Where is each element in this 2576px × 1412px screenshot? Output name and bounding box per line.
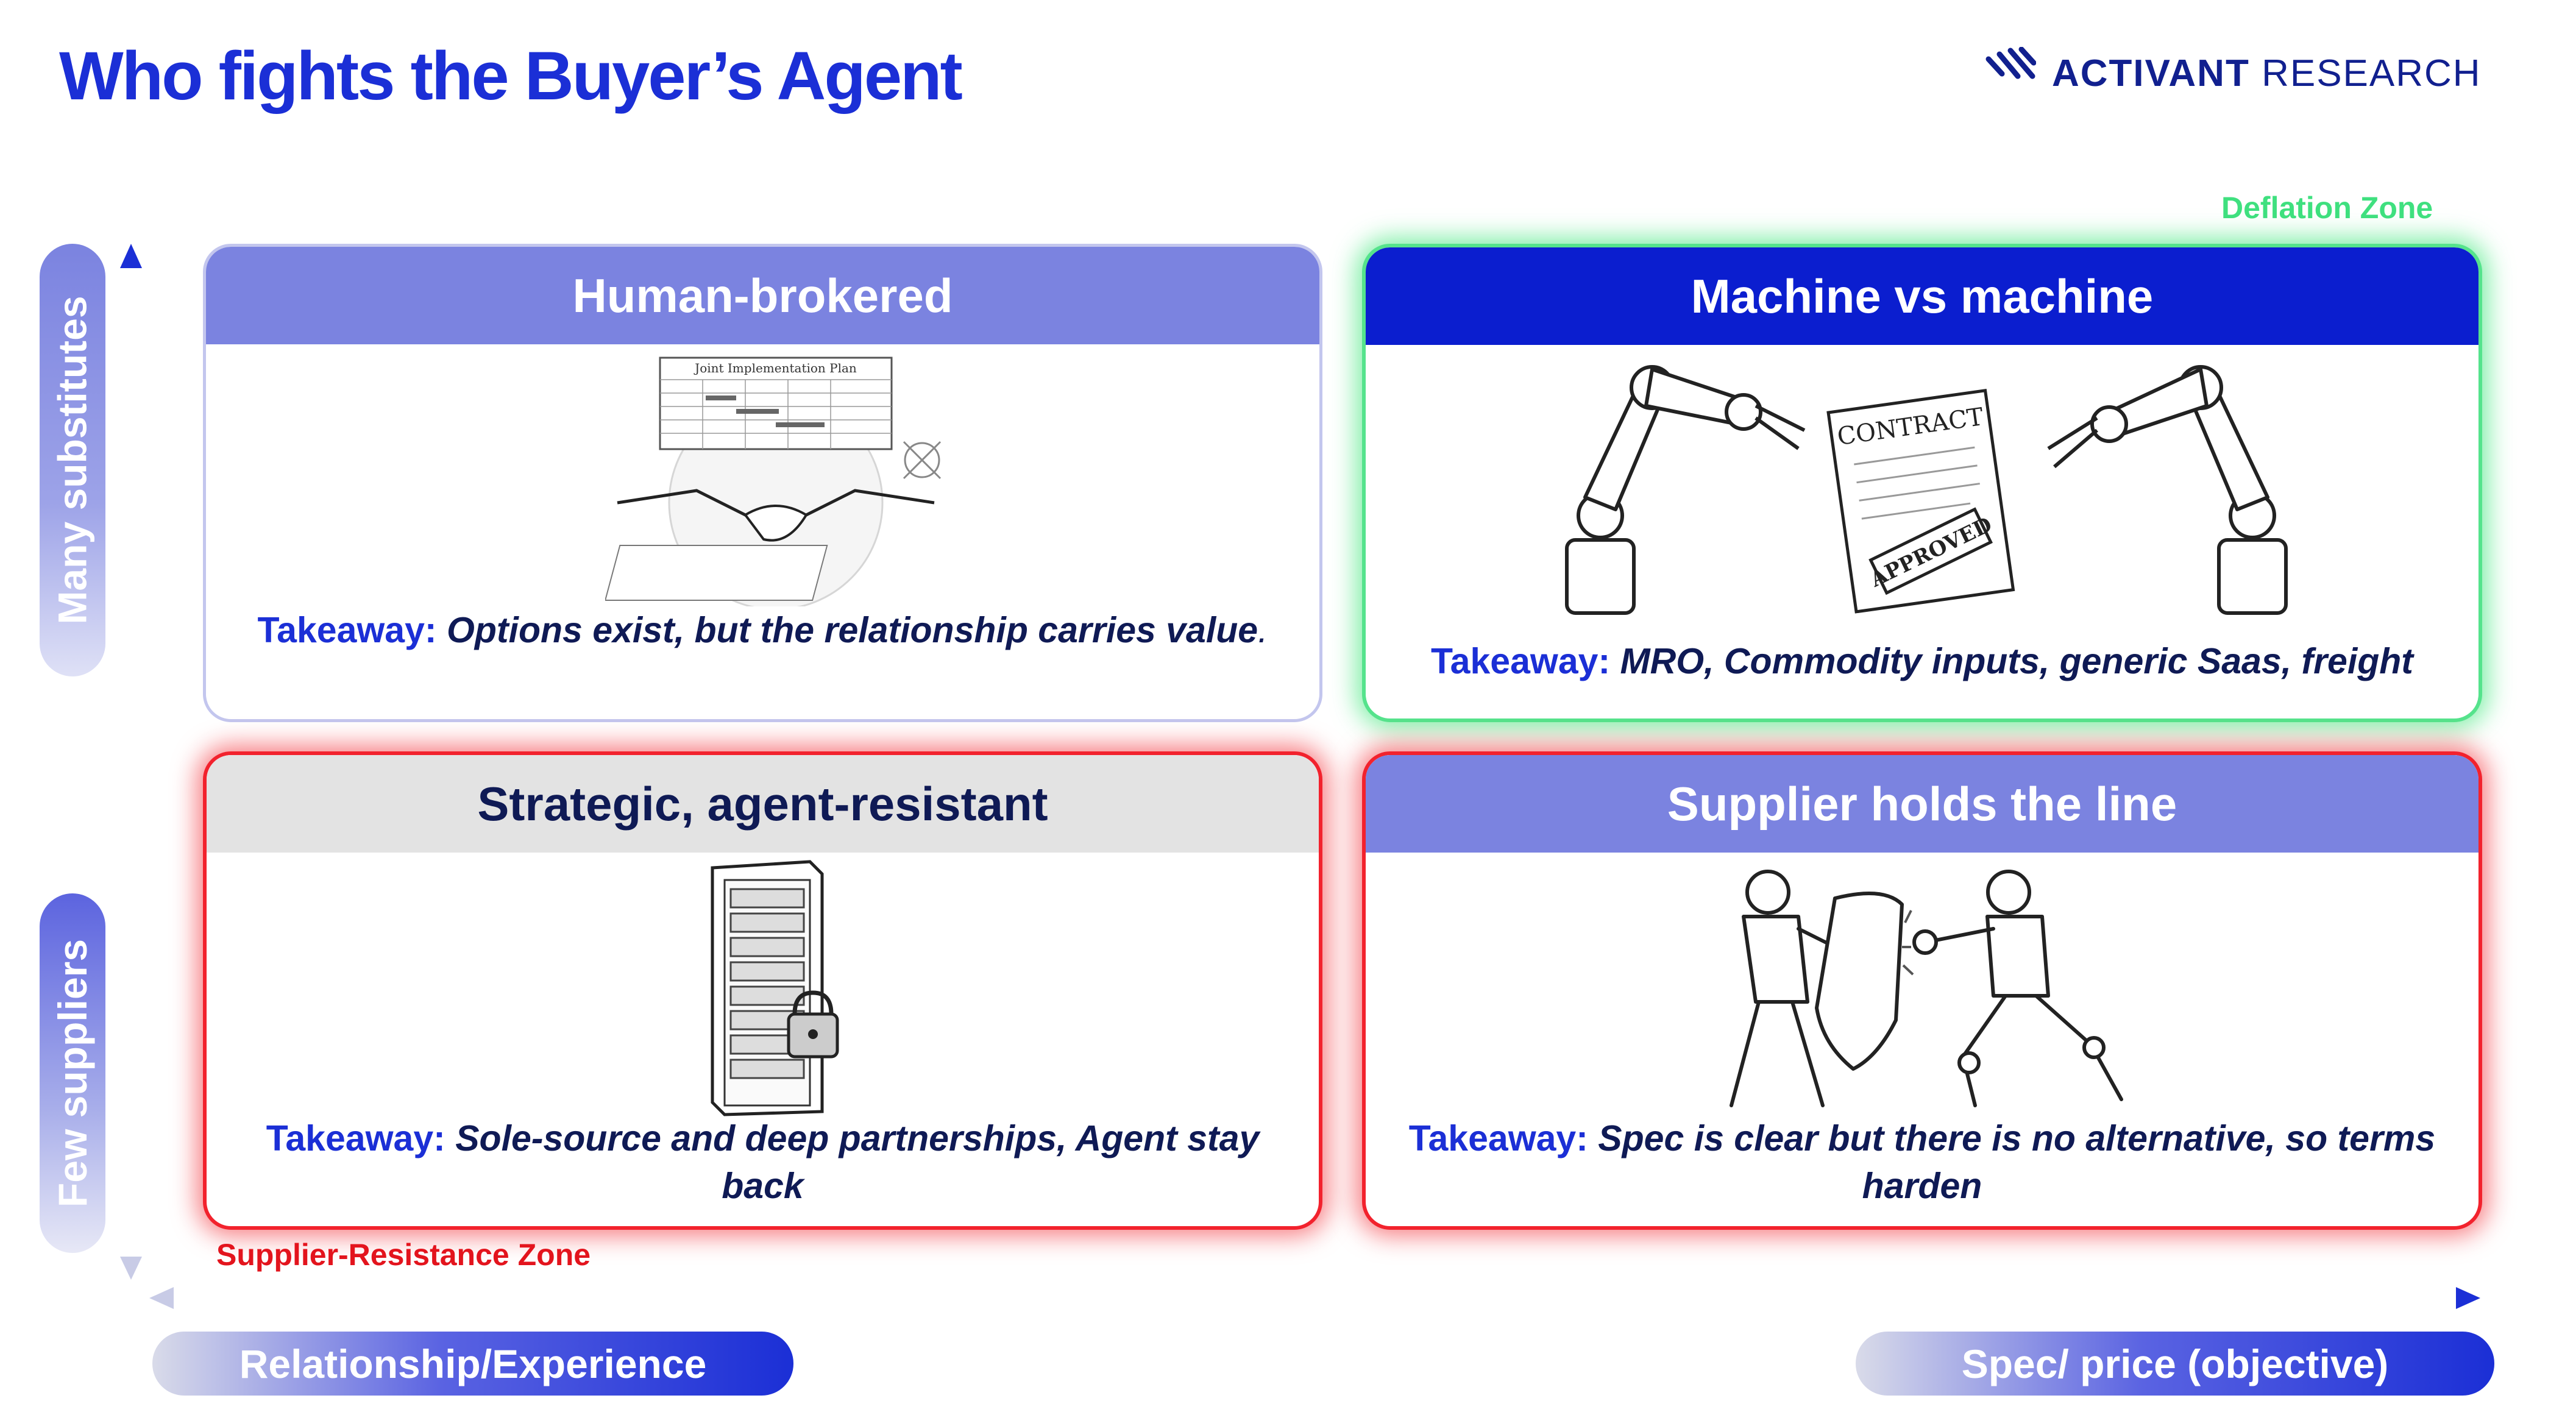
quadrant-human-brokered: Human-brokered Joint Implementation Plan… bbox=[203, 244, 1322, 722]
activant-chevrons-icon bbox=[1985, 47, 2036, 79]
logo-bold-text: ACTIVANT bbox=[2052, 52, 2250, 94]
activant-logo: ACTIVANT RESEARCH bbox=[1984, 46, 2482, 101]
many-substitutes-text: Many substitutes bbox=[50, 296, 95, 625]
quadrant-machine-vs-machine: Machine vs machine CONTRACT bbox=[1362, 244, 2482, 722]
man-shield-vs-robot-illustration bbox=[1730, 870, 2123, 1107]
handshake-over-plan-illustration: Joint Implementation Plan bbox=[605, 357, 942, 606]
takeaway-label: Takeaway: bbox=[1408, 1118, 1588, 1158]
quadrant-takeaway: Takeaway: MRO, Commodity inputs, generic… bbox=[1390, 637, 2454, 685]
quadrant-takeaway: Takeaway: Options exist, but the relatio… bbox=[230, 606, 1295, 654]
quadrant-title: Machine vs machine bbox=[1366, 247, 2478, 345]
takeaway-text: Sole-source and deep partnerships, Agent… bbox=[455, 1118, 1260, 1206]
axis-label-spec-price: Spec/ price (objective) bbox=[1856, 1332, 2494, 1396]
takeaway-text: Options exist, but the relationship carr… bbox=[446, 610, 1258, 650]
quadrant-supplier-holds-the-line: Supplier holds the line Takeaway: Spec i… bbox=[1362, 751, 2482, 1230]
plan-title-text: Joint Implementation Plan bbox=[694, 361, 857, 375]
quadrant-takeaway: Takeaway: Sole-source and deep partnersh… bbox=[231, 1115, 1294, 1210]
takeaway-label: Takeaway: bbox=[1431, 641, 1611, 681]
page-title: Who fights the Buyer’s Agent bbox=[59, 38, 963, 114]
quadrant-takeaway: Takeaway: Spec is clear but there is no … bbox=[1390, 1115, 2454, 1210]
quadrant-title: Supplier holds the line bbox=[1366, 755, 2478, 853]
few-suppliers-text: Few suppliers bbox=[50, 938, 95, 1208]
y-axis-arrow bbox=[120, 244, 142, 1280]
axis-label-many-substitutes: Many substitutes bbox=[40, 244, 105, 676]
robot-arms-contract-illustration: CONTRACT APPROVED bbox=[1565, 365, 2288, 615]
quadrant-title: Human-brokered bbox=[206, 247, 1319, 344]
locked-server-rack-illustration bbox=[711, 860, 839, 1116]
x-axis-arrow bbox=[149, 1287, 2480, 1309]
takeaway-label: Takeaway: bbox=[257, 610, 437, 650]
takeaway-label: Takeaway: bbox=[266, 1118, 445, 1158]
quadrant-title: Strategic, agent-resistant bbox=[207, 755, 1319, 853]
supplier-resistance-zone-label: Supplier-Resistance Zone bbox=[216, 1238, 591, 1272]
deflation-zone-label: Deflation Zone bbox=[2221, 191, 2433, 225]
takeaway-text: MRO, Commodity inputs, generic Saas, fre… bbox=[1620, 641, 2413, 681]
axis-label-few-suppliers: Few suppliers bbox=[40, 893, 105, 1253]
takeaway-text: Spec is clear but there is no alternativ… bbox=[1598, 1118, 2436, 1206]
logo-text: RESEARCH bbox=[2262, 52, 2482, 94]
takeaway-end: . bbox=[1258, 610, 1268, 650]
quadrant-strategic-agent-resistant: Strategic, agent-resistant Takeaway: Sol… bbox=[203, 751, 1322, 1230]
axis-label-relationship: Relationship/Experience bbox=[152, 1332, 793, 1396]
